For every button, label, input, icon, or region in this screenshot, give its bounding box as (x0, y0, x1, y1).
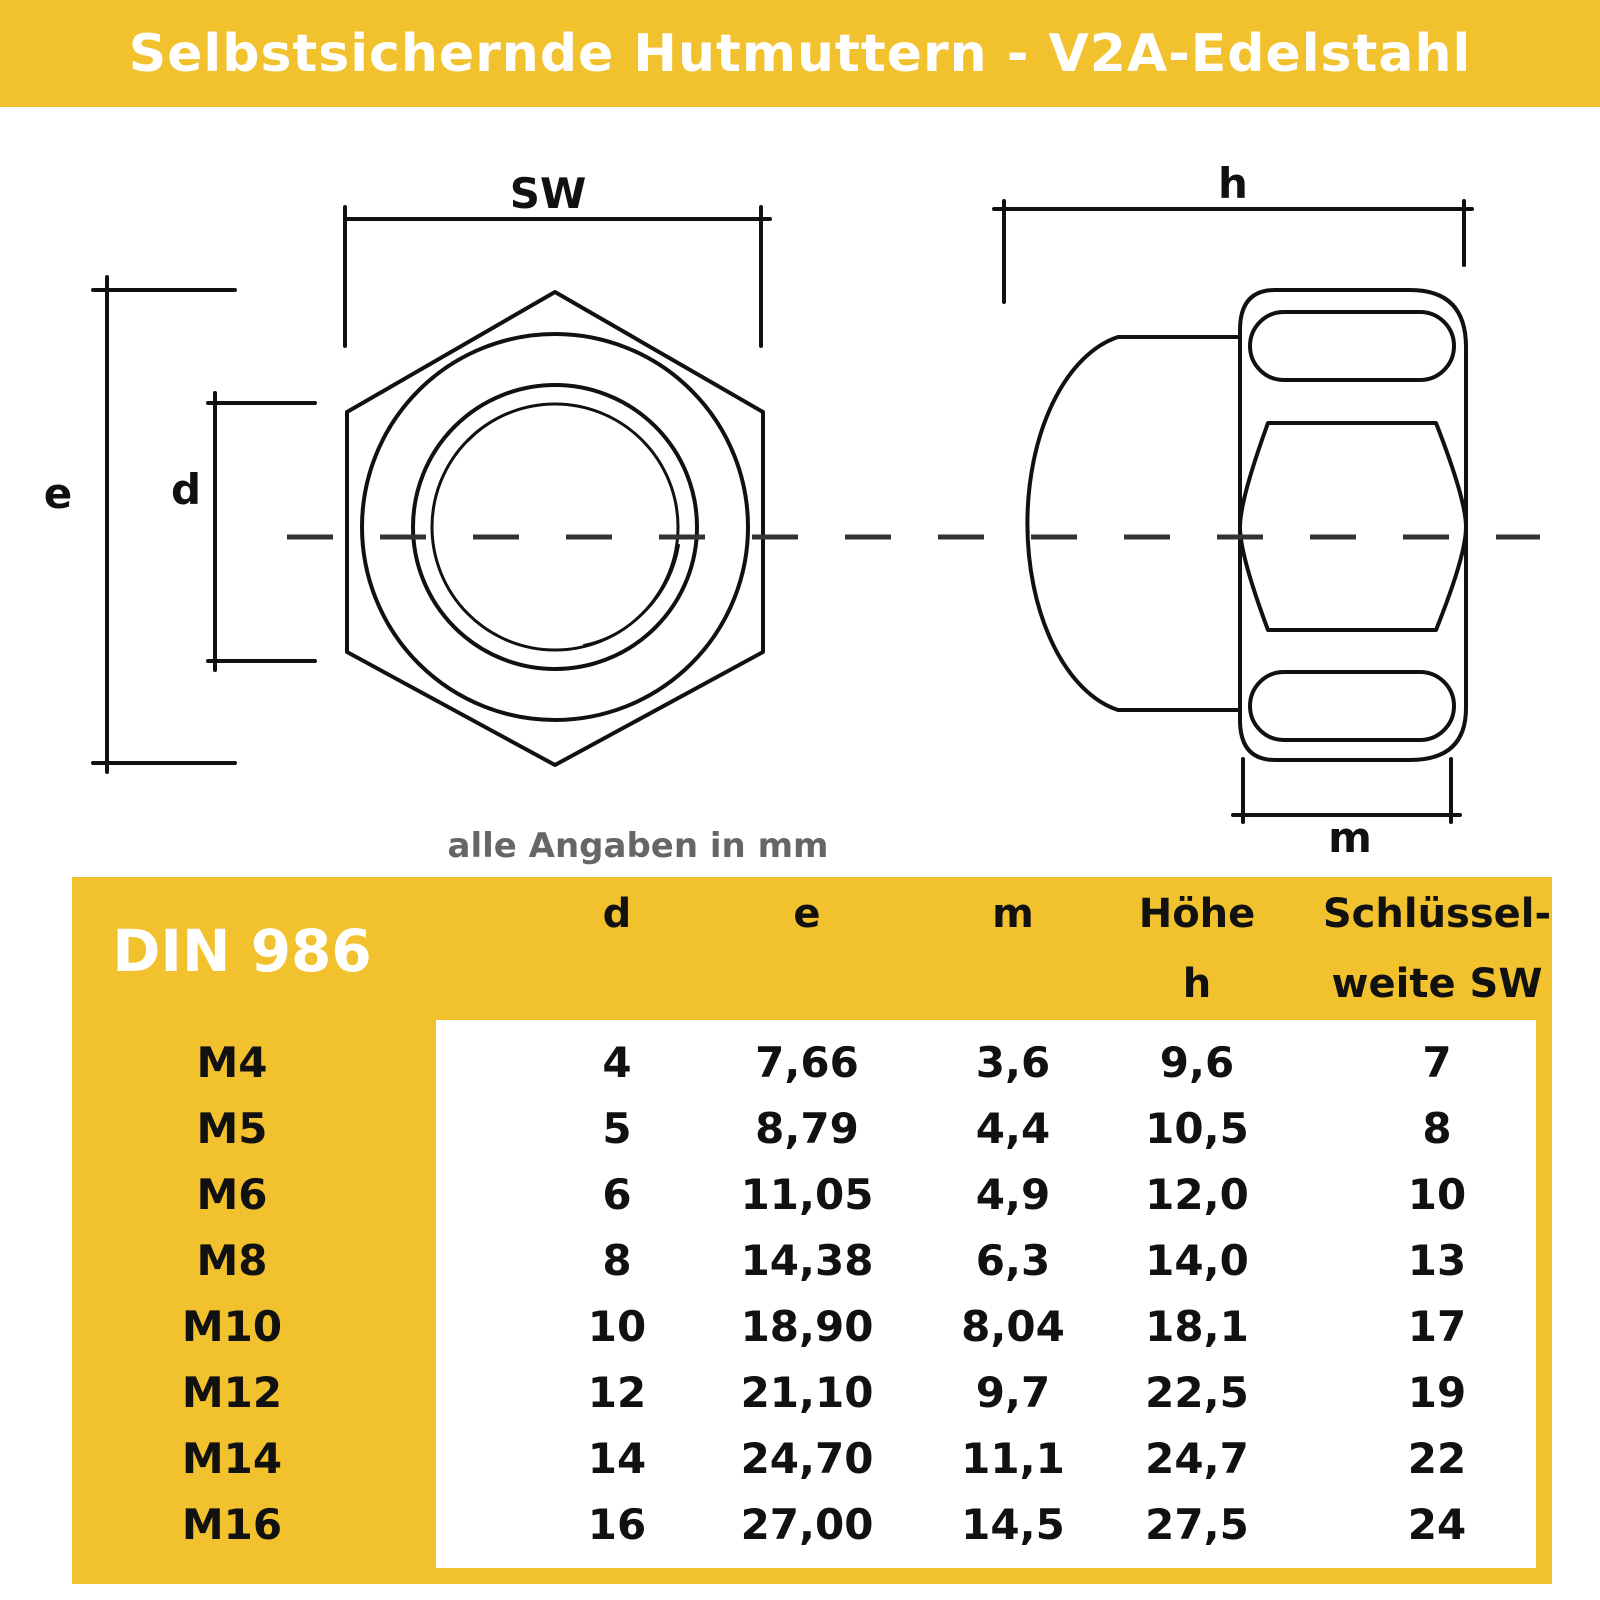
m-cell: 14,5 (961, 1500, 1065, 1549)
bottom-flat (1248, 670, 1456, 742)
m-cell: 4,9 (975, 1170, 1051, 1219)
top-flat (1248, 310, 1456, 382)
sw-cell: 8 (1422, 1104, 1452, 1153)
thread-outer-circle (411, 383, 699, 671)
units-note: alle Angaben in mm (448, 826, 829, 866)
e-cell: 11,05 (740, 1170, 874, 1219)
h-cell: 9,6 (1159, 1038, 1235, 1087)
m-cell: 6,3 (975, 1236, 1051, 1285)
d-cell: 10 (587, 1302, 647, 1351)
dome-cap (1025, 335, 1242, 712)
header-d: d (602, 891, 632, 937)
m-cell: 8,04 (961, 1302, 1065, 1351)
hex-chamfer-circle (360, 332, 750, 722)
d-cell: 16 (587, 1500, 647, 1549)
size-cell: M12 (181, 1368, 283, 1417)
d-cell: 4 (602, 1038, 632, 1087)
label-d: d (171, 465, 201, 514)
header-sw: Schlüssel-weite SW (1322, 891, 1552, 1007)
sw-cell: 24 (1407, 1500, 1467, 1549)
h-cell: 22,5 (1145, 1368, 1249, 1417)
size-cell: M16 (181, 1500, 283, 1549)
d-cell: 8 (602, 1236, 632, 1285)
e-cell: 24,70 (740, 1434, 874, 1483)
h-cell: 12,0 (1145, 1170, 1249, 1219)
e-cell: 27,00 (740, 1500, 874, 1549)
label-m: m (1328, 813, 1372, 862)
e-cell: 7,66 (755, 1038, 859, 1087)
m-cell: 3,6 (975, 1038, 1051, 1087)
m-cell: 11,1 (961, 1434, 1065, 1483)
sw-cell: 22 (1407, 1434, 1467, 1483)
h-cell: 14,0 (1145, 1236, 1249, 1285)
label-sw: SW (510, 169, 587, 218)
hex-outline (345, 290, 765, 767)
sw-cell: 10 (1407, 1170, 1467, 1219)
middle-flat (1238, 421, 1468, 632)
m-cell: 4,4 (975, 1104, 1051, 1153)
h-cell: 10,5 (1145, 1104, 1249, 1153)
e-cell: 14,38 (740, 1236, 874, 1285)
sw-cell: 17 (1407, 1302, 1467, 1351)
header-m: m (992, 891, 1034, 937)
hex-body-side (1238, 288, 1468, 762)
sw-cell: 19 (1407, 1368, 1467, 1417)
sw-cell: 13 (1407, 1236, 1467, 1285)
size-cell: M14 (181, 1434, 283, 1483)
e-cell: 8,79 (755, 1104, 859, 1153)
d-cell: 6 (602, 1170, 632, 1219)
h-cell: 27,5 (1145, 1500, 1249, 1549)
d-cell: 5 (602, 1104, 632, 1153)
label-e: e (44, 469, 73, 518)
size-cell: M5 (196, 1104, 268, 1153)
size-cell: M6 (196, 1170, 268, 1219)
e-cell: 21,10 (740, 1368, 874, 1417)
standard-label: DIN 986 (112, 917, 372, 985)
sw-cell: 7 (1422, 1038, 1452, 1087)
size-cell: M8 (196, 1236, 268, 1285)
page-title: Selbstsichernde Hutmuttern - V2A-Edelsta… (128, 23, 1472, 84)
d-cell: 14 (587, 1434, 647, 1483)
title-bar: Selbstsichernde Hutmuttern - V2A-Edelsta… (0, 0, 1600, 107)
technical-drawing: SW e d h m alle Angaben in mm (44, 159, 1540, 866)
m-cell: 9,7 (975, 1368, 1051, 1417)
table-values-area (436, 1020, 1536, 1568)
d-cell: 12 (587, 1368, 647, 1417)
e-cell: 18,90 (740, 1302, 874, 1351)
h-cell: 18,1 (1145, 1302, 1249, 1351)
size-cell: M4 (196, 1038, 268, 1087)
label-h: h (1218, 159, 1248, 208)
size-cell: M10 (181, 1302, 283, 1351)
h-cell: 24,7 (1145, 1434, 1249, 1483)
header-e: e (793, 891, 821, 937)
